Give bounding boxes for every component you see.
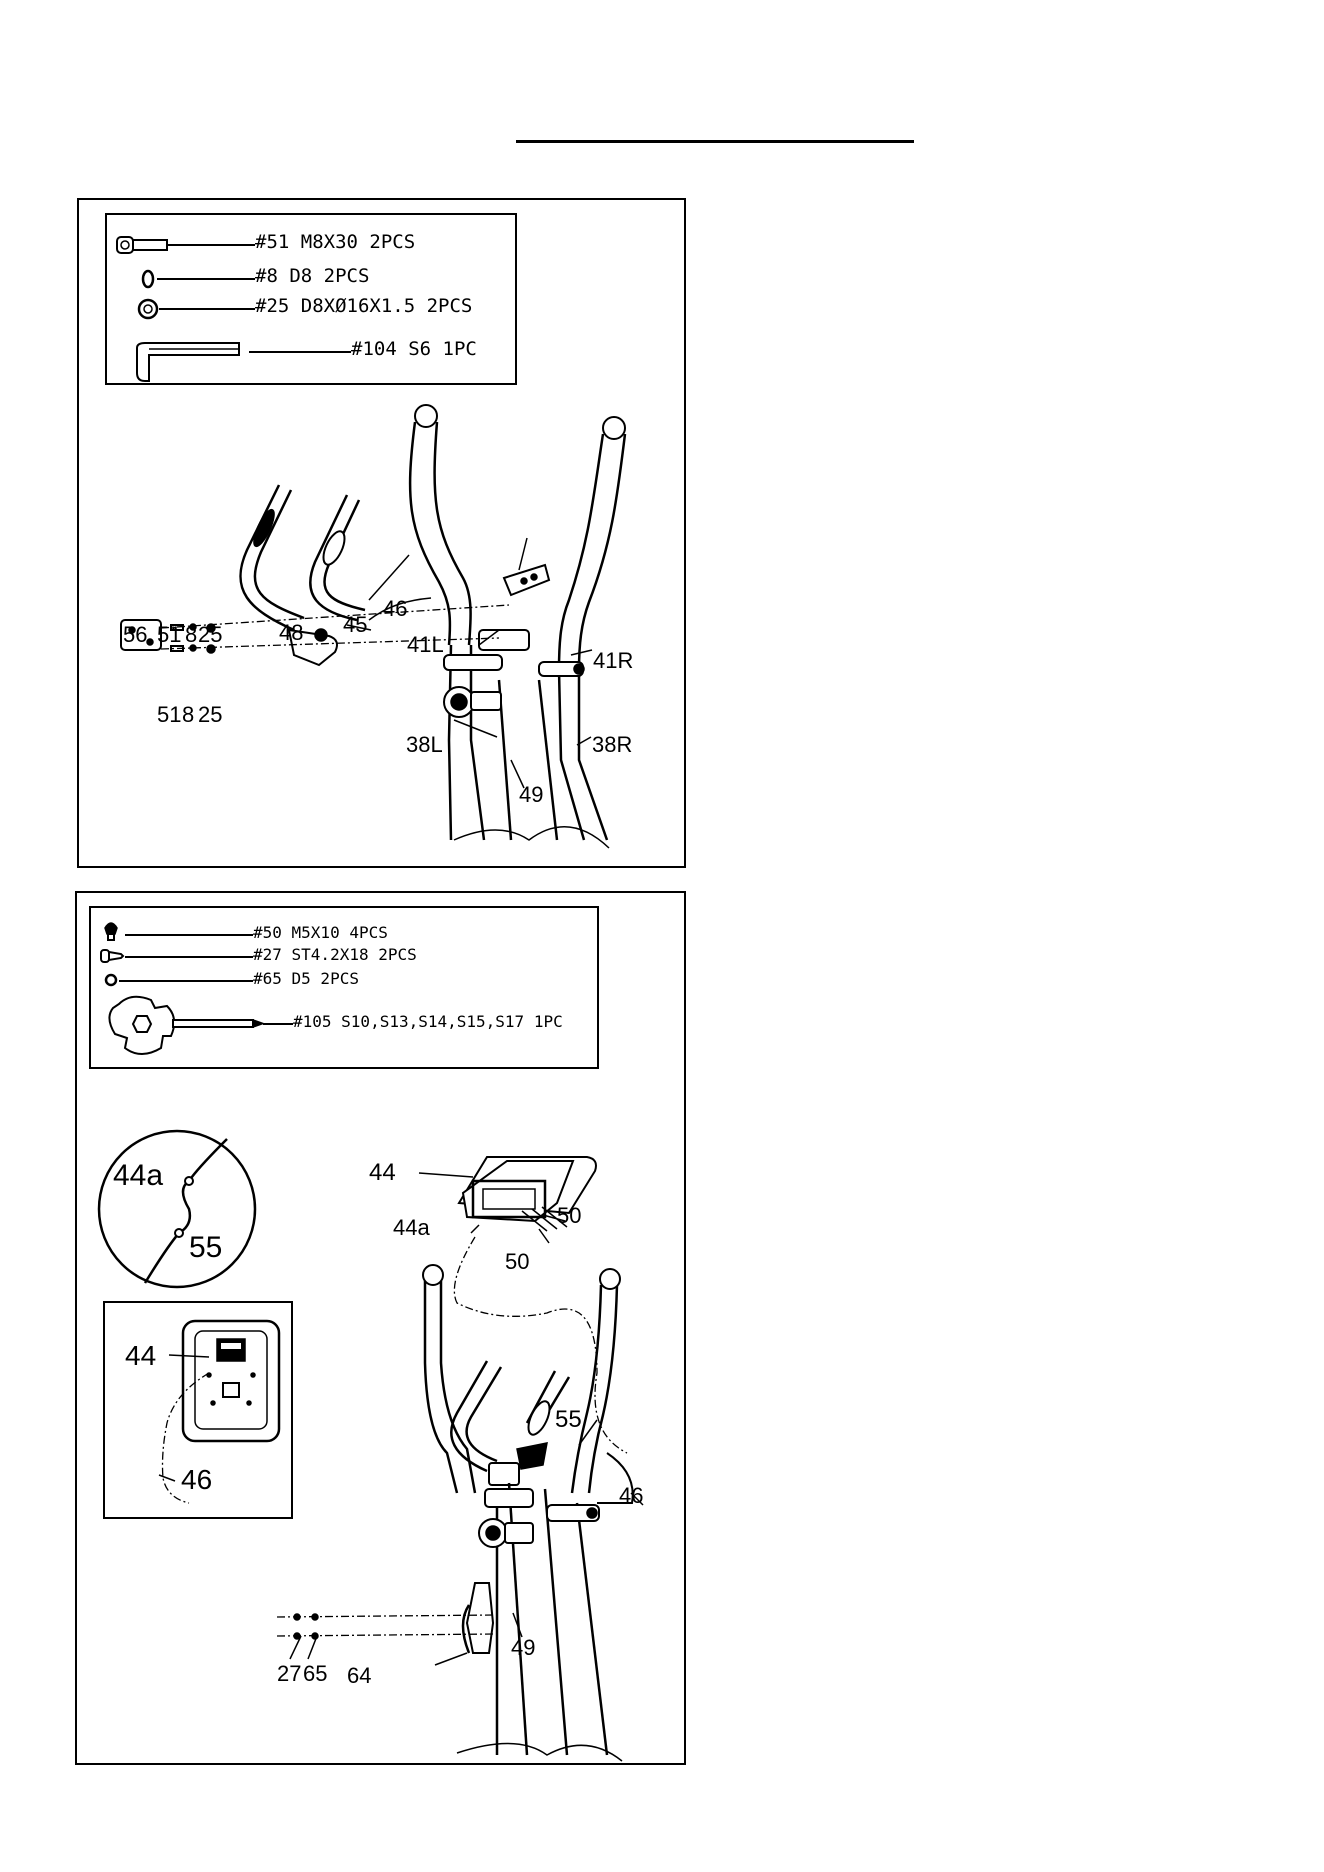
callout-41R: 41R [593, 648, 633, 673]
callout-38L: 38L [406, 732, 443, 757]
callout-44a: 44a [393, 1215, 430, 1240]
pivot-housing [444, 630, 584, 717]
callout-64: 64 [347, 1663, 371, 1688]
step-1-panel: #51 M8X30 2PCS #8 D8 2PCS #25 D8XØ16X1.5… [77, 198, 686, 868]
assembly-drawing-step-1: 56 51 8 25 51 8 25 48 45 46 41L 41R 38L … [79, 200, 688, 870]
step-2-panel: #50 M5X10 4PCS #27 ST4.2X18 2PCS #65 D5 … [75, 891, 686, 1765]
upper-handlebar-left [410, 405, 471, 645]
callout-48: 48 [279, 620, 303, 645]
callout-50: 50 [505, 1249, 529, 1274]
callout-25: 25 [198, 622, 222, 647]
lower-tube-left [449, 645, 451, 840]
callout-8: 8 [185, 622, 197, 647]
callout-46: 46 [383, 596, 407, 621]
lower-handlebars [240, 485, 371, 665]
title-underline [516, 140, 914, 143]
upper-handlebar-right [559, 417, 625, 670]
bottle-holder-64 [463, 1583, 493, 1653]
callout-50: 50 [557, 1203, 581, 1228]
callout-46: 46 [619, 1483, 643, 1508]
callout-56: 56 [123, 622, 147, 647]
callout-38R: 38R [592, 732, 632, 757]
callout-44: 44 [369, 1159, 396, 1186]
callout-8: 8 [182, 702, 194, 727]
callout-51: 51 [157, 702, 181, 727]
callout-49: 49 [519, 782, 543, 807]
console-bracket [504, 538, 549, 595]
callout-41L: 41L [407, 632, 444, 657]
callout-27: 27 [277, 1661, 301, 1686]
callout-51: 51 [157, 622, 181, 647]
callout-49: 49 [511, 1635, 535, 1660]
assembly-drawing-step-2: 44 44a 50 50 55 46 49 27 65 64 [77, 893, 688, 1767]
callout-25: 25 [198, 702, 222, 727]
callout-45: 45 [343, 612, 367, 637]
callout-55: 55 [555, 1406, 582, 1433]
callout-65: 65 [303, 1661, 327, 1686]
